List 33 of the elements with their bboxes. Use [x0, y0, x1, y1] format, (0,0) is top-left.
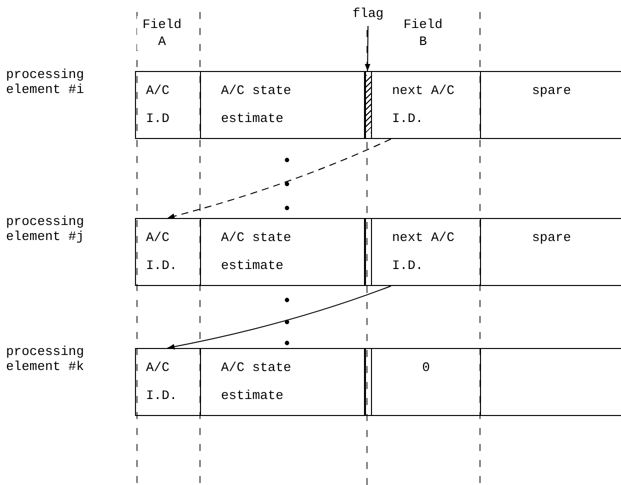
hatched-flag-bit: [365, 75, 372, 133]
arrow: [364, 26, 370, 72]
record-field-cell: [201, 348, 365, 416]
record-field-cell: [372, 218, 481, 286]
arrow: [167, 286, 392, 350]
record-field-cell: [136, 218, 201, 286]
record-row: [135, 218, 621, 286]
row-label: processing element #i: [6, 67, 86, 97]
record-field-cell: [481, 71, 621, 139]
field-text: A/C I.D.: [146, 229, 178, 275]
record-field-cell: [201, 218, 365, 286]
row-label: processing element #j: [6, 214, 86, 244]
field-text: A/C I.D.: [146, 359, 178, 405]
row-label: processing element #k: [6, 344, 86, 374]
field-text: next A/C I.D.: [392, 229, 456, 275]
field-text: spare: [530, 82, 572, 100]
record-field-cell: [481, 218, 621, 286]
empty-field-cell: [481, 348, 621, 416]
record-field-cell: [136, 348, 201, 416]
record-field-cell: [136, 71, 201, 139]
field-text: A/C state estimate: [221, 229, 292, 275]
record-field-cell: [372, 348, 481, 416]
record-row: [135, 348, 621, 416]
field-text: next A/C I.D.: [392, 82, 456, 128]
arrow: [167, 138, 392, 219]
field-text: A/C I.D: [146, 82, 170, 128]
field-text: spare: [530, 229, 572, 247]
field-text: A/C state estimate: [221, 82, 292, 128]
record-field-cell: [372, 71, 481, 139]
field-text: 0: [421, 359, 431, 377]
record-row: [135, 71, 621, 139]
flag-label: flag: [349, 6, 387, 26]
field-text: A/C state estimate: [221, 359, 292, 405]
